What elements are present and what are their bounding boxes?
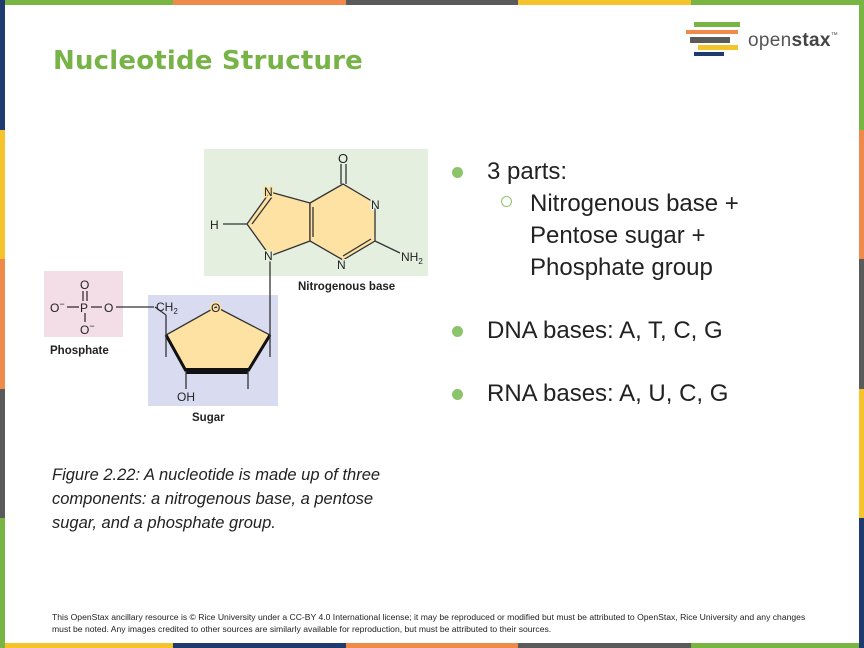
sub-bullet-text: Nitrogenous base + [530, 190, 739, 217]
bullet-dot-icon [452, 326, 463, 337]
sub-bullet-sugar: Pentose sugar + [530, 222, 706, 249]
atom-p-o-left-charge: − [59, 299, 64, 309]
bond [154, 306, 167, 316]
bullet-text: DNA bases: A, T, C, G [487, 317, 723, 344]
atom-p-o-bottom-symbol: O [80, 323, 89, 337]
bond [251, 196, 273, 225]
atom-ch: CH [156, 300, 173, 314]
atom-nh2: NH2 [401, 250, 423, 266]
phosphate-box [44, 271, 123, 337]
figure-caption: Figure 2.22: A nucleotide is made up of … [52, 466, 381, 532]
logo-trademark: ™ [830, 32, 839, 39]
atom-p: P [80, 301, 88, 315]
atom-p-o-left-symbol: O [50, 301, 59, 315]
atom-o-top: O [338, 151, 348, 166]
logo-text-light: open [748, 30, 792, 51]
atom-p-o-bottom: O− [80, 321, 95, 337]
atom-ch-subscript: 2 [173, 307, 178, 316]
atom-p-o-left: O− [50, 299, 65, 315]
label-nitrogenous-base: Nitrogenous base [298, 281, 395, 293]
atom-oh: OH [177, 390, 195, 404]
atom-n2: N [371, 198, 380, 212]
atom-p-o-top: O [80, 278, 89, 292]
label-sugar: Sugar [192, 412, 225, 424]
bottom-border-stripe [0, 643, 864, 648]
sugar-wedge-left [164, 334, 188, 372]
bullet-text: RNA bases: A, U, C, G [487, 380, 729, 407]
label-phosphate: Phosphate [50, 345, 109, 357]
bullet-text: 3 parts: [487, 158, 568, 185]
atom-nh: NH [401, 250, 418, 264]
sub-bullet-phosphate: Phosphate group [530, 254, 713, 281]
bullet-dot-icon [452, 389, 463, 400]
top-border-stripe [0, 0, 864, 5]
atom-nh-subscript: 2 [418, 257, 423, 266]
atom-n3: N [337, 258, 346, 272]
atom-ch2: CH2 [156, 300, 178, 316]
slide-title: Nucleotide Structure [53, 46, 364, 76]
atom-p-o-right: O [104, 301, 113, 315]
atom-n1: N [264, 185, 273, 199]
openstax-logo-icon [686, 22, 740, 56]
license-footer: This OpenStax ancillary resource is © Ri… [52, 612, 806, 634]
atom-n4: N [264, 249, 273, 263]
bond [342, 238, 372, 257]
bullet-dot-icon [452, 167, 463, 178]
atom-h: H [210, 218, 219, 232]
left-border-stripe [0, 0, 5, 648]
sub-bullet-circle-icon [501, 196, 512, 207]
bond [374, 240, 401, 254]
sugar-wedge-right [246, 334, 272, 372]
imidazole-ring [246, 191, 311, 257]
atom-ring-o: O [211, 301, 220, 315]
logo-text-bold: stax [791, 30, 831, 51]
atom-p-o-bottom-charge: − [89, 321, 94, 331]
right-border-stripe [859, 0, 864, 648]
nucleotide-diagram: O N N N N H NH2 Nitrogenous base O CH2 O… [44, 149, 428, 424]
openstax-logo-text: openstax™ [748, 30, 838, 52]
